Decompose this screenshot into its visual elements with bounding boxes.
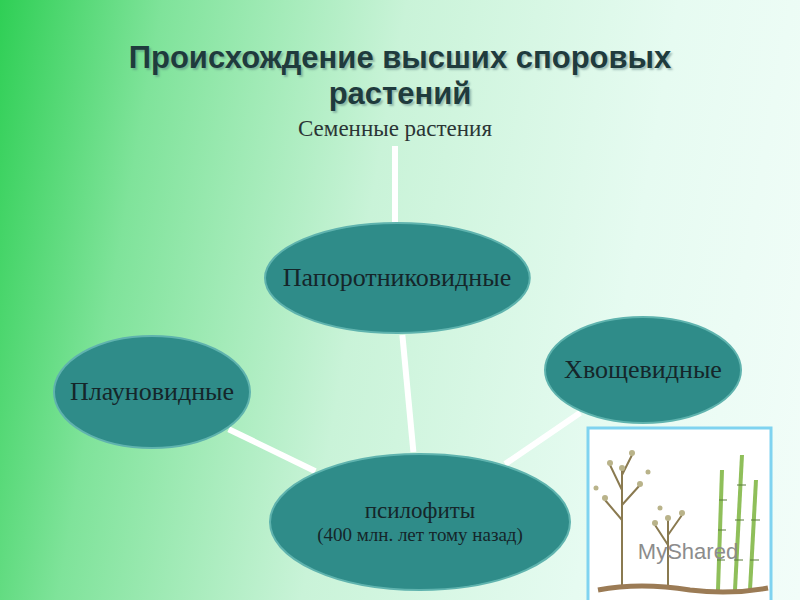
connector-line <box>229 429 316 471</box>
ellipse-node: Хвощевидные <box>543 315 743 425</box>
connector-line <box>505 413 580 464</box>
node-text: Плауновидные <box>70 376 234 407</box>
node-text: псилофиты <box>317 497 523 525</box>
node-text: Хвощевидные <box>564 354 722 385</box>
group-label: Семенные растения <box>298 116 492 142</box>
watermark: MyShared <box>638 539 738 565</box>
ellipse-node: Папоротниковидные <box>263 221 532 335</box>
ellipse-node: Плауновидные <box>52 334 252 450</box>
connector-line <box>402 335 413 452</box>
node-text: Папоротниковидные <box>283 262 511 293</box>
leader-line <box>392 146 398 222</box>
diagram-title: Происхождение высших споровых растений <box>70 40 730 112</box>
ellipse-node: псилофиты(400 млн. лет тому назад) <box>268 452 572 592</box>
node-text: (400 млн. лет тому назад) <box>317 524 523 547</box>
